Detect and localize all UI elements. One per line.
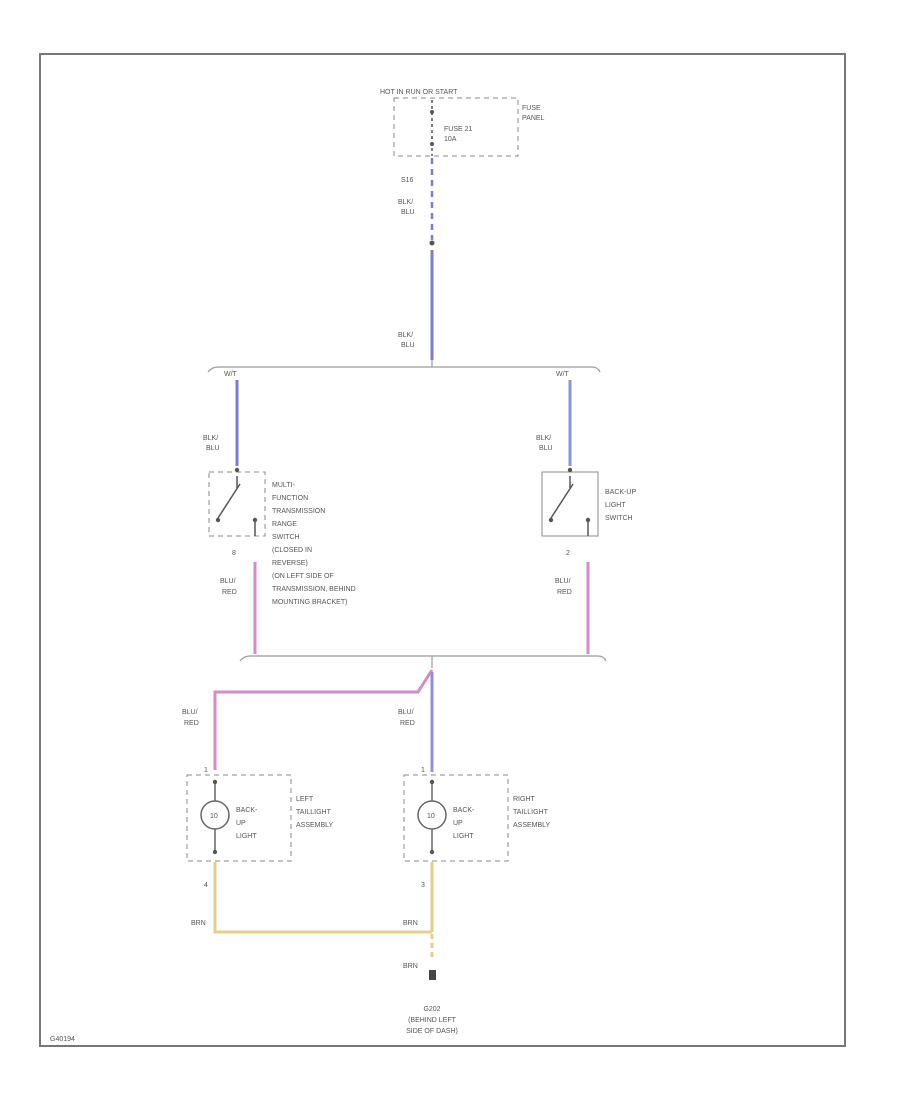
backup-switch-label-3: SWITCH: [605, 515, 633, 522]
mfts-label: MULTI- FUNCTION TRANSMISSION RANGE SWITC…: [272, 482, 356, 606]
wire-label-bus-1: BLK/: [536, 435, 551, 442]
wire-label-fuse-1: BLK/: [398, 199, 413, 206]
fuse-panel-box: [393, 97, 519, 157]
mfts-pin: 8: [232, 550, 236, 557]
right-taillight-assembly: 1 10 BACK- UP LIGHT RIGHT TAILLIGHT ASSE…: [403, 767, 551, 889]
svg-text:SWITCH: SWITCH: [272, 534, 300, 541]
backup-switch-label-2: LIGHT: [605, 502, 626, 509]
wire-label-brn-right: BRN: [403, 920, 418, 927]
fuse-name: FUSE 21: [444, 126, 473, 133]
svg-text:TRANSMISSION, BEHIND: TRANSMISSION, BEHIND: [272, 586, 356, 593]
wire-label-brn-left: BRN: [191, 920, 206, 927]
wire-to-left-lamp: [213, 669, 434, 770]
svg-text:BACK-: BACK-: [236, 807, 258, 814]
wire-label-right-lamp-2: RED: [400, 720, 415, 727]
wire-label-bus-out-2: RED: [557, 589, 572, 596]
ground-g202: G202 (BEHIND LEFT SIDE OF DASH): [406, 970, 458, 1035]
wire-label-right-lamp-1: BLU/: [398, 709, 414, 716]
left-taillight-assembly: 1 10 BACK- UP LIGHT LEFT TAILLIGHT ASSEM…: [186, 767, 334, 889]
fuse-panel: HOT IN RUN OR START FUSE PANEL FUSE 21 1…: [380, 89, 545, 184]
svg-text:ASSEMBLY: ASSEMBLY: [513, 822, 551, 829]
mfts-switch: 8 MULTI- FUNCTION TRANSMISSION RANGE SWI…: [208, 467, 356, 606]
fuse-panel-label-2: PANEL: [522, 115, 545, 122]
wire-label-bus-out-1: BLU/: [555, 578, 571, 585]
svg-text:BACK-: BACK-: [453, 807, 475, 814]
wire-label-main-1: BLK/: [398, 332, 413, 339]
wire-label-mfts-2: BLU: [206, 445, 220, 452]
svg-text:FUNCTION: FUNCTION: [272, 495, 308, 502]
svg-text:UP: UP: [453, 820, 463, 827]
fuse-terminal-bottom: [430, 142, 434, 146]
left-lamp-pin-bottom: 4: [204, 882, 208, 889]
svg-text:SIDE OF DASH): SIDE OF DASH): [406, 1028, 458, 1035]
fuse-rating: 10A: [444, 136, 457, 143]
svg-text:G202: G202: [423, 1006, 440, 1013]
left-taillight-box: [186, 774, 292, 862]
svg-text:UP: UP: [236, 820, 246, 827]
connector-dot: [429, 240, 435, 246]
svg-text:TRANSMISSION: TRANSMISSION: [272, 508, 325, 515]
fuse-panel-label-1: FUSE: [522, 105, 541, 112]
wire-label-left-lamp-2: RED: [184, 720, 199, 727]
svg-text:TAILLIGHT: TAILLIGHT: [513, 809, 549, 816]
svg-text:REVERSE): REVERSE): [272, 560, 308, 567]
svg-text:MOUNTING BRACKET): MOUNTING BRACKET): [272, 599, 347, 606]
wire-label-fuse-2: BLU: [401, 209, 415, 216]
ground-icon: [429, 970, 436, 980]
svg-text:(ON LEFT SIDE OF: (ON LEFT SIDE OF: [272, 573, 334, 580]
top-splice-bus: W/T W/T: [207, 360, 601, 378]
svg-text:LIGHT: LIGHT: [453, 833, 474, 840]
fuse-terminal-top: [430, 110, 434, 114]
bottom-splice-bus: [239, 655, 607, 662]
right-lamp-pin-bottom: 3: [421, 882, 425, 889]
fuse-pin-label: S16: [401, 177, 414, 184]
backup-light-switch: 2 BACK-UP LIGHT SWITCH: [541, 467, 636, 557]
wire-label-mfts-out-2: RED: [222, 589, 237, 596]
svg-text:RANGE: RANGE: [272, 521, 297, 528]
svg-text:MULTI-: MULTI-: [272, 482, 295, 489]
wire-label-mfts-1: BLK/: [203, 435, 218, 442]
right-lamp-pin-top: 1: [421, 767, 425, 774]
svg-text:RIGHT: RIGHT: [513, 796, 536, 803]
right-taillight-box: [403, 774, 509, 862]
backup-switch-label-1: BACK-UP: [605, 489, 636, 496]
splice-label-left: W/T: [224, 371, 238, 378]
wire-label-left-lamp-1: BLU/: [182, 709, 198, 716]
svg-text:LEFT: LEFT: [296, 796, 314, 803]
wire-label-mfts-out-1: BLU/: [220, 578, 236, 585]
svg-text:LIGHT: LIGHT: [236, 833, 257, 840]
fuse-panel-header: HOT IN RUN OR START: [380, 89, 458, 96]
svg-text:(BEHIND LEFT: (BEHIND LEFT: [408, 1017, 457, 1024]
backup-switch-pin: 2: [566, 550, 570, 557]
wire-label-brn-ground: BRN: [403, 963, 418, 970]
left-lamp-pin-top: 1: [204, 767, 208, 774]
svg-text:ASSEMBLY: ASSEMBLY: [296, 822, 334, 829]
wire-label-bus-2: BLU: [539, 445, 553, 452]
wire-left-ground: [213, 862, 432, 934]
svg-text:10: 10: [210, 813, 218, 820]
svg-text:(CLOSED IN: (CLOSED IN: [272, 547, 312, 554]
wire-label-main-2: BLU: [401, 342, 415, 349]
diagram-frame: [39, 53, 846, 1047]
svg-text:TAILLIGHT: TAILLIGHT: [296, 809, 332, 816]
diagram-id: G40194: [50, 1036, 75, 1043]
splice-label-right: W/T: [556, 371, 570, 378]
svg-text:10: 10: [427, 813, 435, 820]
